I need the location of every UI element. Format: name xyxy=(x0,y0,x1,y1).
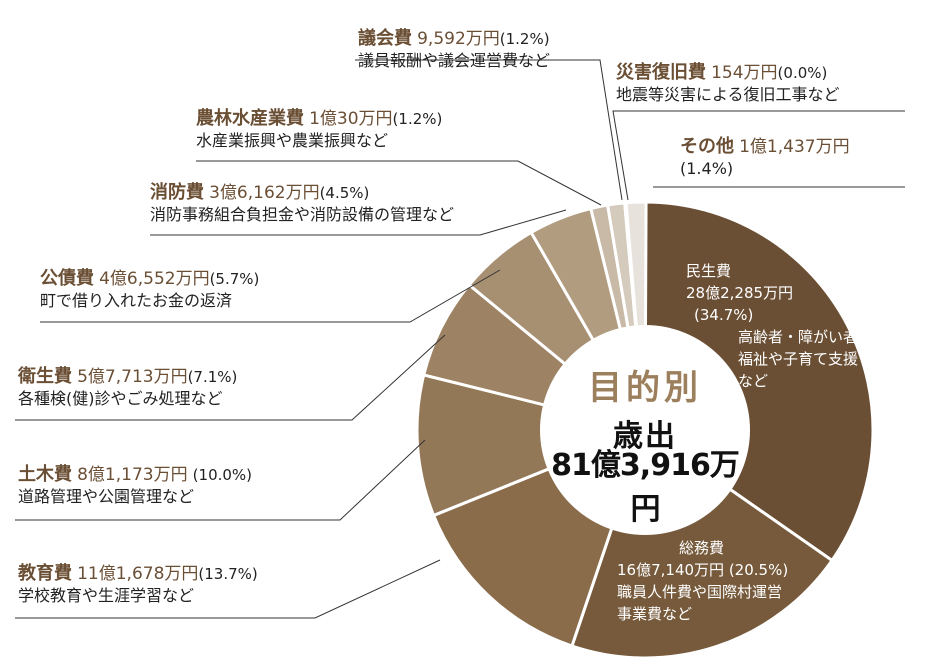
chart-title-sub: 歳出 xyxy=(613,419,677,454)
leader-line-eisei xyxy=(15,334,446,421)
slice-name: 総務費 xyxy=(679,539,725,557)
leader-line-saigai xyxy=(612,110,905,201)
slice-desc: 各種検(健)診やごみ処理など xyxy=(18,389,223,408)
slice-name: 公債費 xyxy=(40,268,94,289)
slice-amount: 5億7,713万円 xyxy=(77,367,188,387)
slice-percent: (34.7%) xyxy=(694,306,754,324)
slice-amount: 16億7,140万円 xyxy=(617,561,725,579)
slice-desc: 高齢者・障がい者福祉や子育て支援など xyxy=(738,328,859,390)
slice-percent: (5.7%) xyxy=(209,270,260,288)
slice-desc: 職員人件費や国際村運営事業費など xyxy=(617,583,783,623)
leader-line-kosai xyxy=(40,269,501,323)
slice-name: 土木費 xyxy=(18,464,72,485)
label-sonota: その他 1億1,437万円 (1.4%) xyxy=(680,136,850,180)
slice-desc: 議員報酬や議会運営費など xyxy=(358,51,551,70)
label-kosai: 公債費 4億6,552万円(5.7%) 町で借り入れたお金の返済 xyxy=(40,268,259,312)
slice-desc: 水産業振興や農業振興など xyxy=(196,131,389,150)
slice-desc: 地震等災害による復旧工事など xyxy=(616,85,840,104)
slice-amount: 4億6,552万円 xyxy=(99,269,210,289)
slice-percent: (20.5%) xyxy=(728,561,789,579)
leader-line-norin xyxy=(196,160,602,206)
slice-name: その他 xyxy=(680,136,734,157)
slice-percent: (10.0%) xyxy=(192,466,253,484)
slice-percent: (0.0%) xyxy=(777,64,828,82)
slice-amount: 8億1,173万円 xyxy=(77,465,188,485)
slice-name: 民生費 xyxy=(686,262,732,280)
leader-line-kyoiku xyxy=(15,559,441,619)
label-minsei: 民生費 28億2,285万円 (34.7%) 高齢者・障がい者福祉や子育て支援な… xyxy=(686,260,868,392)
slice-desc: 学校教育や生涯学習など xyxy=(18,586,195,605)
slice-percent: (4.5%) xyxy=(319,184,370,202)
label-eisei: 衛生費 5億7,713万円(7.1%) 各種検(健)診やごみ処理など xyxy=(18,366,237,410)
slice-percent: (1.2%) xyxy=(499,30,550,48)
slice-name: 災害復旧費 xyxy=(616,62,706,83)
slice-desc: 消防事務組合負担金や消防設備の管理など xyxy=(150,205,455,224)
slice-percent: (1.4%) xyxy=(680,159,734,178)
slice-name: 消防費 xyxy=(150,182,204,203)
leader-lines xyxy=(15,59,905,619)
label-somu: 総務費 16億7,140万円 (20.5%) 職員人件費や国際村運営事業費など xyxy=(617,537,788,625)
slice-3 xyxy=(415,373,650,518)
slice-percent: (7.1%) xyxy=(187,368,238,386)
slice-name: 農林水産業費 xyxy=(196,108,304,129)
label-saigai: 災害復旧費 154万円(0.0%) 地震等災害による復旧工事など xyxy=(616,62,840,106)
slice-amount: 3億6,162万円 xyxy=(209,183,320,203)
chart-total: 81億3,916万円 xyxy=(551,448,740,527)
leader-line-doboku xyxy=(15,439,426,521)
slice-amount: 9,592万円 xyxy=(417,29,500,49)
slice-amount: 1億1,437万円 xyxy=(739,137,850,157)
slice-0 xyxy=(643,200,875,563)
slice-percent: (13.7%) xyxy=(198,565,258,583)
slice-percent: (1.2%) xyxy=(392,110,443,128)
slice-name: 議会費 xyxy=(358,28,412,49)
label-kyoiku: 教育費 11億1,678万円(13.7%) 学校教育や生涯学習など xyxy=(18,563,258,607)
slice-amount: 11億1,678万円 xyxy=(77,564,199,584)
chart-title-main: 目的別歳出 xyxy=(540,360,750,455)
label-doboku: 土木費 8億1,173万円 (10.0%) 道路管理や公園管理など xyxy=(18,464,252,508)
donut-hole xyxy=(540,325,750,535)
slice-amount: 1億30万円 xyxy=(309,109,393,129)
slice-name: 衛生費 xyxy=(18,366,72,387)
label-gikai: 議会費 9,592万円(1.2%) 議員報酬や議会運営費など xyxy=(358,28,550,72)
slice-name: 教育費 xyxy=(18,563,72,584)
leader-line-gikai xyxy=(355,59,623,201)
slice-desc: 町で借り入れたお金の返済 xyxy=(40,291,233,310)
label-shobo: 消防費 3億6,162万円(4.5%) 消防事務組合負担金や消防設備の管理など xyxy=(150,182,454,226)
slice-amount: 154万円 xyxy=(711,63,778,83)
slice-desc: 道路管理や公園管理など xyxy=(18,487,195,506)
label-norin: 農林水産業費 1億30万円(1.2%) 水産業振興や農業振興など xyxy=(196,108,442,152)
slice-amount: 28億2,285万円 xyxy=(686,284,794,302)
leader-line-shobo xyxy=(150,209,567,236)
